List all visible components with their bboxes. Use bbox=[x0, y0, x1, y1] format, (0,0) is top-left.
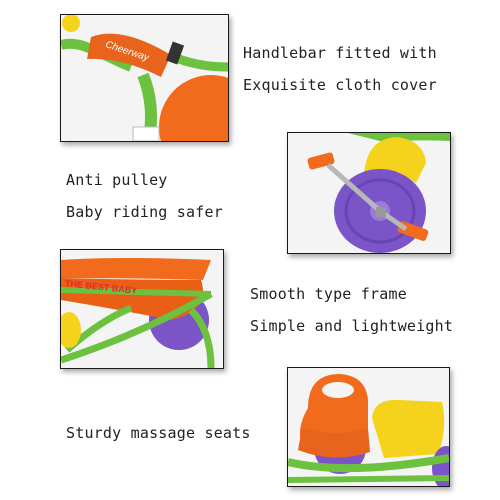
left-grip bbox=[62, 15, 80, 32]
seat-base bbox=[298, 428, 370, 458]
pulley-caption-2: Baby riding safer bbox=[66, 203, 223, 221]
handlebar-photo: Cheerway bbox=[60, 14, 229, 142]
frame-caption-2: Simple and lightweight bbox=[250, 317, 453, 335]
front-fender bbox=[159, 75, 228, 141]
caption-line: Baby riding safer bbox=[66, 203, 223, 221]
handlebar-cover bbox=[87, 33, 171, 77]
caption-line: Exquisite cloth cover bbox=[243, 76, 437, 94]
seat-caption: Sturdy massage seats bbox=[66, 424, 251, 442]
handlebar-caption: Handlebar fitted with bbox=[243, 44, 437, 62]
seat-photo bbox=[287, 367, 450, 487]
caption-line: Simple and lightweight bbox=[250, 317, 454, 335]
seat-illustration bbox=[288, 368, 449, 486]
seat bbox=[61, 258, 211, 280]
handlebar-illustration: Cheerway bbox=[61, 15, 228, 141]
caption-line: Handlebar fitted with bbox=[243, 44, 437, 62]
caption-line: Smooth type frame bbox=[250, 285, 407, 303]
frame-caption: Smooth type frame bbox=[250, 285, 407, 303]
frame-photo: THE BEST BABY bbox=[60, 249, 224, 369]
rear-basket bbox=[372, 399, 445, 458]
caption-line: Sturdy massage seats bbox=[66, 424, 251, 442]
pedal bbox=[307, 152, 335, 170]
caption-line: Anti pulley bbox=[66, 171, 168, 189]
wheel-illustration bbox=[288, 133, 450, 253]
pulley-caption: Anti pulley bbox=[66, 171, 168, 189]
handlebar-caption-2: Exquisite cloth cover bbox=[243, 76, 437, 94]
wheel-photo bbox=[287, 132, 451, 254]
frame-illustration: THE BEST BABY bbox=[61, 250, 223, 368]
